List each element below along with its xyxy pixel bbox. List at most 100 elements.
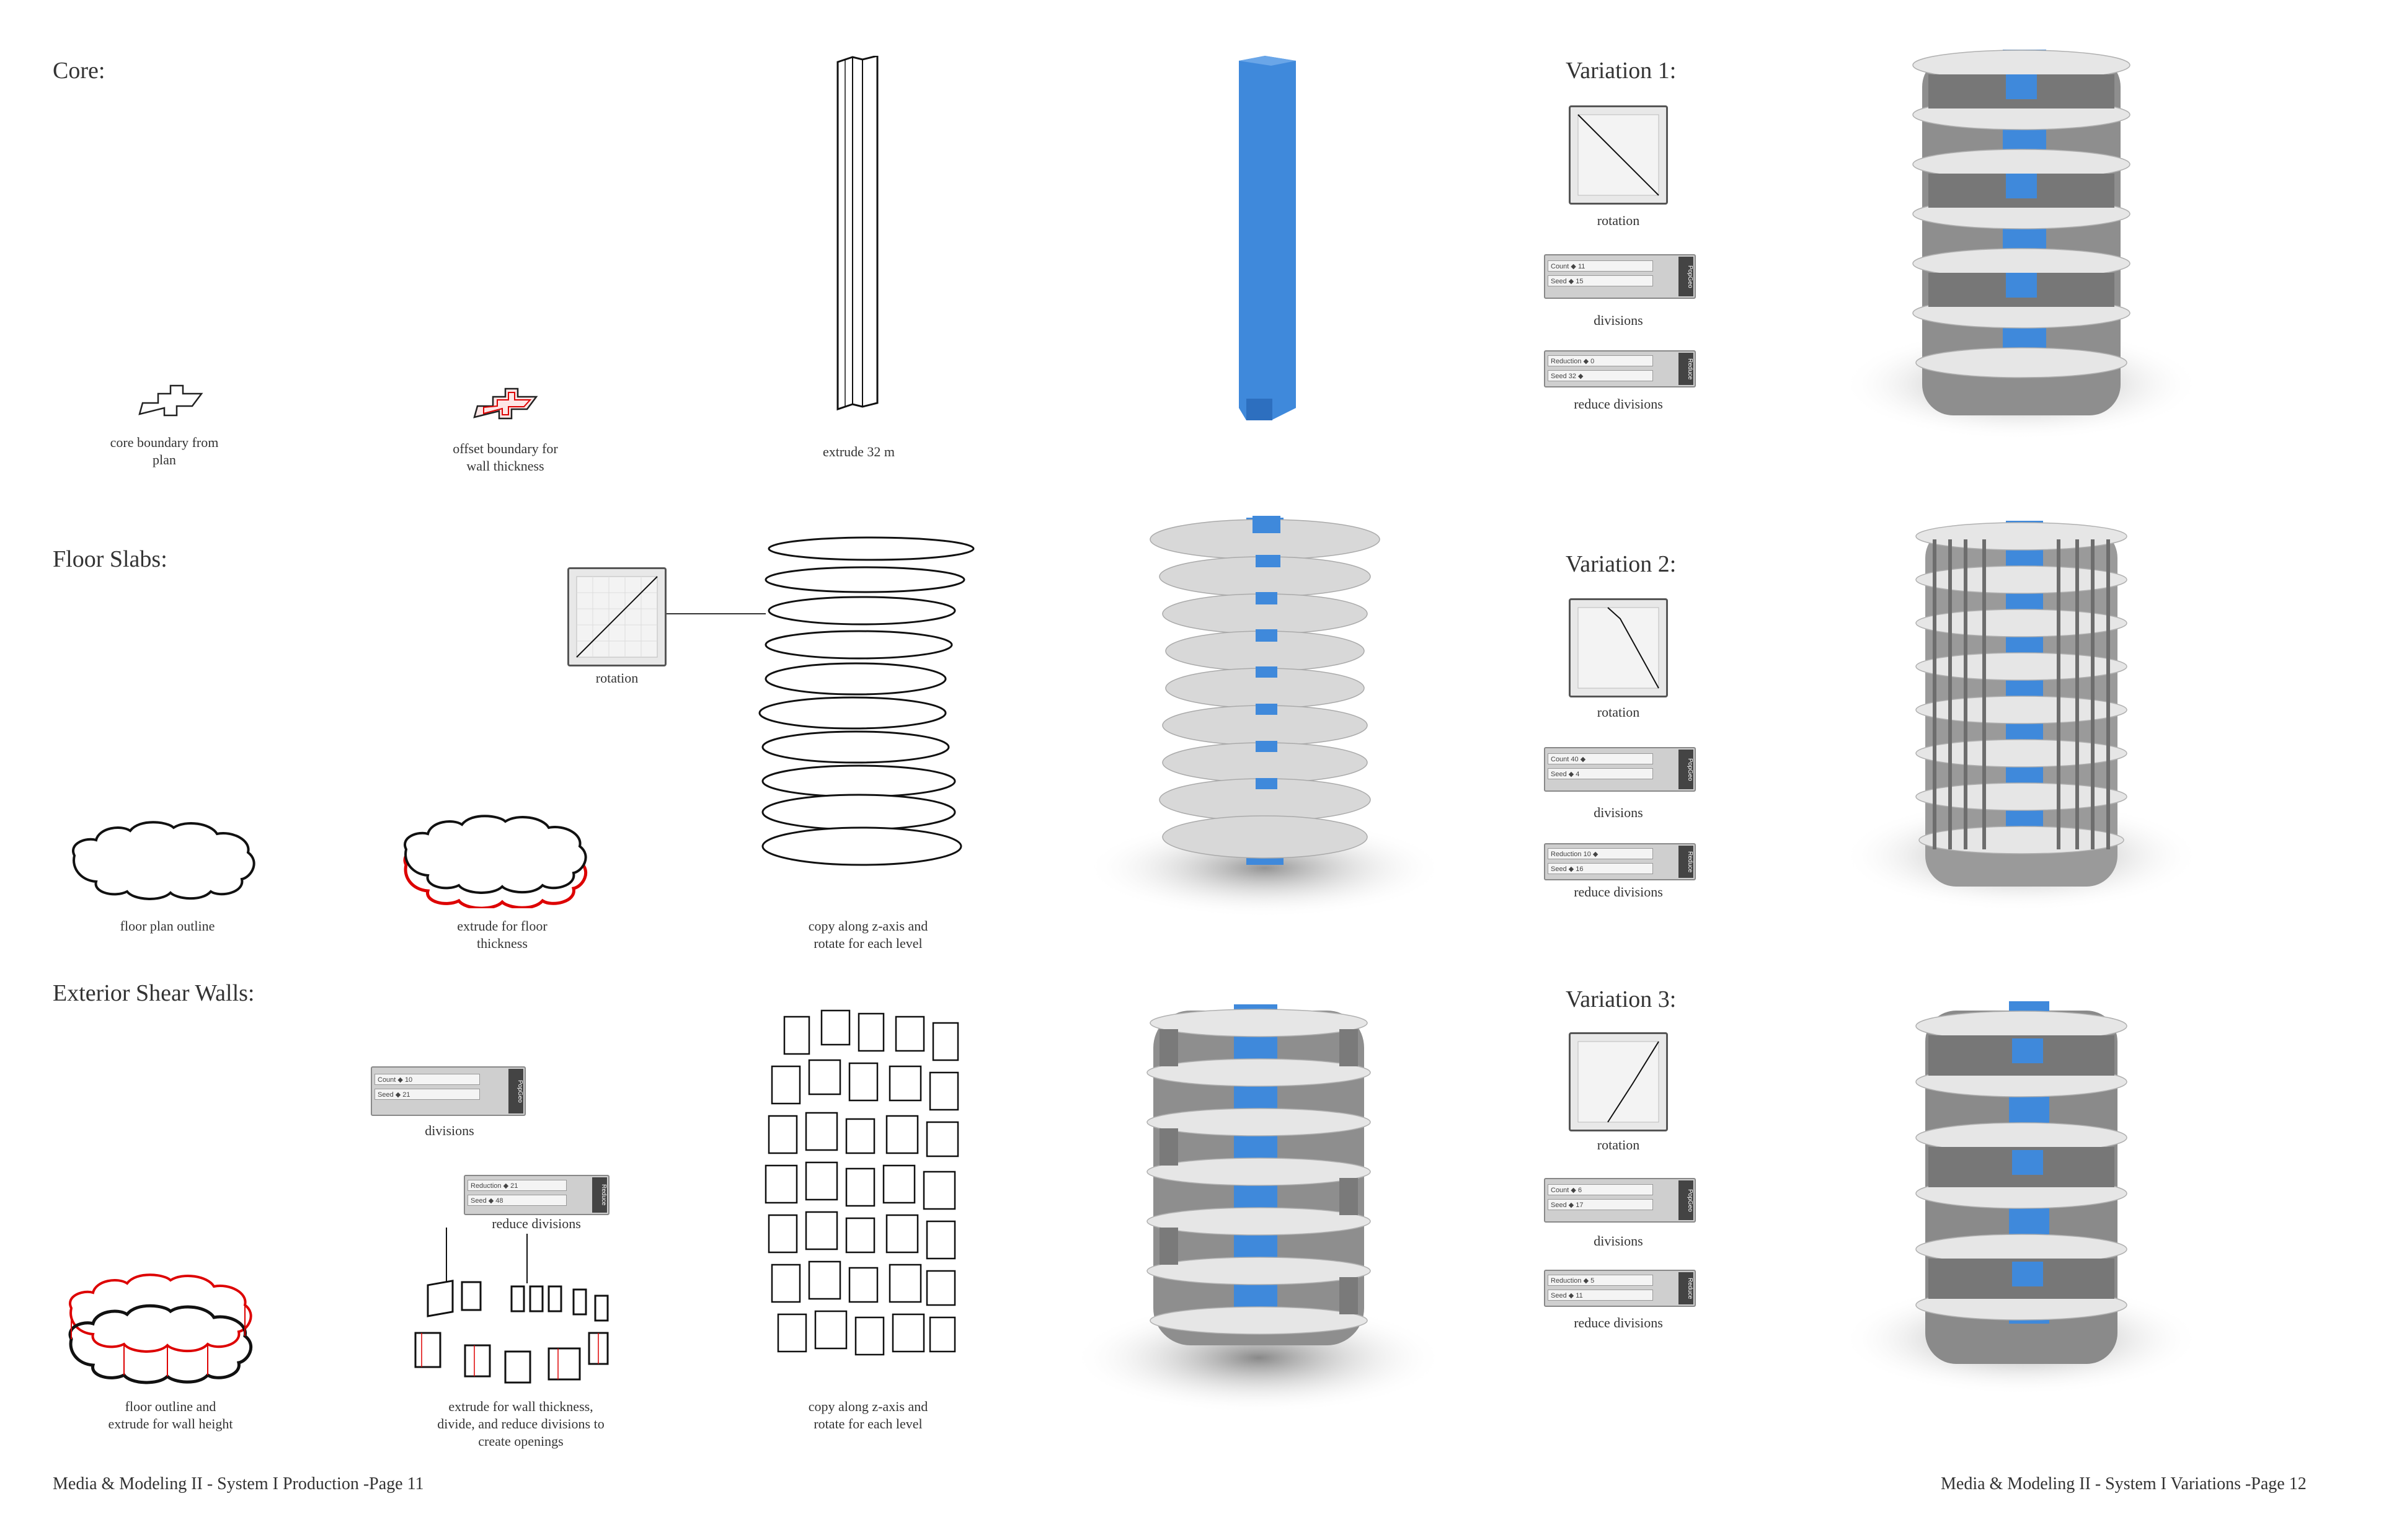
variation-1-reduce-seed-value: 32 ◆ [1568,373,1584,380]
variation-2-count-label: Count [1551,756,1569,763]
variation-3-reduction-slider[interactable]: Reduction ◆ 5 [1548,1275,1653,1286]
variation-1-reduce-caption: reduce divisions [1574,396,1663,412]
variation-3-divisions-caption: divisions [1594,1233,1643,1249]
wall-outline-caption: floor outline and extrude for wall heigh… [108,1399,233,1432]
variation-2-count-slider[interactable]: Count 40 ◆ [1548,753,1653,764]
variation-3-reduction-label: Reduction [1551,1277,1582,1285]
variation-2-seed-value: ◆ 4 [1568,771,1580,778]
variation-1-reduction-slider[interactable]: Reduction ◆ 0 [1548,355,1653,366]
reduction-slider-value: ◆ 21 [503,1182,518,1190]
floor-outline-caption: floor plan outline [120,918,215,934]
variation-3-render [1842,1001,2201,1395]
floor-thickness-drawing [403,815,588,908]
footer-left: Media & Modeling II - System I Productio… [53,1474,424,1494]
offset-boundary-drawing [473,387,538,420]
count-slider[interactable]: Count ◆ 10 [375,1074,480,1085]
variation-1-reduce-component[interactable]: Reduce [1678,353,1693,385]
variation-1-reduce-seed-slider[interactable]: Seed 32 ◆ [1548,370,1653,381]
variation-3-rotation-graph[interactable] [1569,1032,1668,1131]
reduce-seed-slider[interactable]: Seed ◆ 48 [468,1195,567,1206]
variation-1-rotation-graph[interactable] [1569,105,1668,205]
reduction-slider-label: Reduction [471,1182,502,1190]
floor-slabs-render [1085,516,1445,918]
blue-core-render [1239,56,1296,420]
variation-1-title: Variation 1: [1566,58,1677,84]
variation-2-reduction-value: 10 ◆ [1583,851,1598,858]
reduce-component[interactable]: Reduce [592,1177,607,1213]
count-slider-label: Count [378,1076,396,1084]
seed-slider-label: Seed [378,1091,394,1099]
floor-slabs-heading: Floor Slabs: [53,546,167,572]
variation-1-reduction-value: ◆ 0 [1583,358,1595,365]
wall-copy-caption: copy along z-axis and rotate for each le… [808,1399,928,1432]
variation-2-reduce-component[interactable]: Reduce [1678,846,1693,878]
stacked-slabs-drawing [758,536,975,866]
variation-2-reduction-slider[interactable]: Reduction 10 ◆ [1548,848,1653,859]
variation-3-divisions-sliders[interactable]: Count ◆ 6 Seed ◆ 17 PopGeo [1544,1178,1696,1223]
variation-3-reduce-seed-slider[interactable]: Seed ◆ 11 [1548,1290,1653,1301]
variation-2-popgeo-component[interactable]: PopGeo [1678,750,1693,789]
rotation-graph-mapper[interactable] [567,567,667,666]
floor-plan-outline-drawing [72,821,255,900]
count-slider-value: ◆ 10 [397,1076,413,1084]
variation-2-render [1842,521,2201,911]
wall-reduce-caption: reduce divisions [492,1216,581,1231]
variation-3-reduce-sliders[interactable]: Reduction ◆ 5 Seed ◆ 11 Reduce [1544,1270,1696,1307]
variation-1-popgeo-component[interactable]: PopGeo [1678,257,1693,296]
variation-3-title: Variation 3: [1566,986,1677,1012]
core-heading: Core: [53,58,105,84]
variation-2-reduce-seed-slider[interactable]: Seed ◆ 16 [1548,863,1653,874]
floor-rotation-caption: rotation [595,670,639,686]
variation-2-divisions-sliders[interactable]: Count 40 ◆ Seed ◆ 4 PopGeo [1544,747,1696,792]
extrude-caption: extrude 32 m [822,444,895,459]
variation-2-count-value: 40 ◆ [1571,756,1586,763]
floor-thickness-caption: extrude for floor thickness [457,918,548,951]
variation-1-reduction-label: Reduction [1551,358,1582,365]
variation-3-seed-label: Seed [1551,1201,1567,1209]
variation-3-reduce-seed-label: Seed [1551,1292,1567,1299]
reduction-slider[interactable]: Reduction ◆ 21 [468,1180,567,1191]
variation-2-rotation-caption: rotation [1597,704,1640,720]
variation-2-seed-slider[interactable]: Seed ◆ 4 [1548,768,1653,779]
variation-2-divisions-caption: divisions [1594,805,1643,820]
variation-3-count-slider[interactable]: Count ◆ 6 [1548,1184,1653,1195]
variation-1-count-slider[interactable]: Count ◆ 11 [1548,260,1653,272]
popgeo-component[interactable]: PopGeo [508,1069,523,1113]
variation-1-seed-label: Seed [1551,278,1567,285]
variation-3-rotation-caption: rotation [1597,1137,1640,1153]
variation-1-rotation-caption: rotation [1597,213,1640,228]
variation-1-seed-value: ◆ 15 [1568,278,1584,285]
reduce-slider-group[interactable]: Reduction ◆ 21 Seed ◆ 48 Reduce [464,1175,610,1215]
variation-3-seed-slider[interactable]: Seed ◆ 17 [1548,1199,1653,1210]
extruded-core-drawing [836,56,879,411]
seed-slider[interactable]: Seed ◆ 21 [375,1089,480,1100]
variation-2-title: Variation 2: [1566,551,1677,577]
variation-1-count-value: ◆ 11 [1571,263,1585,270]
variation-1-seed-slider[interactable]: Seed ◆ 15 [1548,275,1653,286]
seed-slider-value: ◆ 21 [395,1091,410,1099]
wall-outline-drawing [68,1273,253,1384]
variation-1-reduce-sliders[interactable]: Reduction ◆ 0 Seed 32 ◆ Reduce [1544,350,1696,387]
variation-2-reduce-caption: reduce divisions [1574,884,1663,900]
floor-copy-caption: copy along z-axis and rotate for each le… [808,918,928,951]
wall-divide-caption: extrude for wall thickness, divide, and … [437,1399,605,1449]
stacked-walls-drawing [765,1009,959,1356]
shear-walls-render [1073,1004,1445,1414]
variation-3-count-label: Count [1551,1187,1569,1194]
variation-2-reduce-sliders[interactable]: Reduction 10 ◆ Seed ◆ 16 Reduce [1544,843,1696,880]
divided-walls-drawing [414,1228,609,1384]
variation-1-reduce-seed-label: Seed [1551,373,1567,380]
variation-1-divisions-sliders[interactable]: Count ◆ 11 Seed ◆ 15 PopGeo [1544,254,1696,299]
variation-3-reduce-component[interactable]: Reduce [1678,1272,1693,1304]
core-boundary-drawing [138,384,203,417]
rotation-connector-wire [667,613,766,614]
variation-3-seed-value: ◆ 17 [1568,1201,1584,1209]
variation-3-reduce-seed-value: ◆ 11 [1568,1292,1583,1299]
variation-1-count-label: Count [1551,263,1569,270]
wall-divisions-caption: divisions [425,1123,474,1138]
variation-3-popgeo-component[interactable]: PopGeo [1678,1180,1693,1220]
divisions-slider-group[interactable]: Count ◆ 10 Seed ◆ 21 PopGeo [371,1066,526,1116]
variation-2-rotation-graph[interactable] [1569,598,1668,697]
reduce-seed-slider-value: ◆ 48 [488,1197,503,1205]
variation-1-divisions-caption: divisions [1594,312,1643,328]
